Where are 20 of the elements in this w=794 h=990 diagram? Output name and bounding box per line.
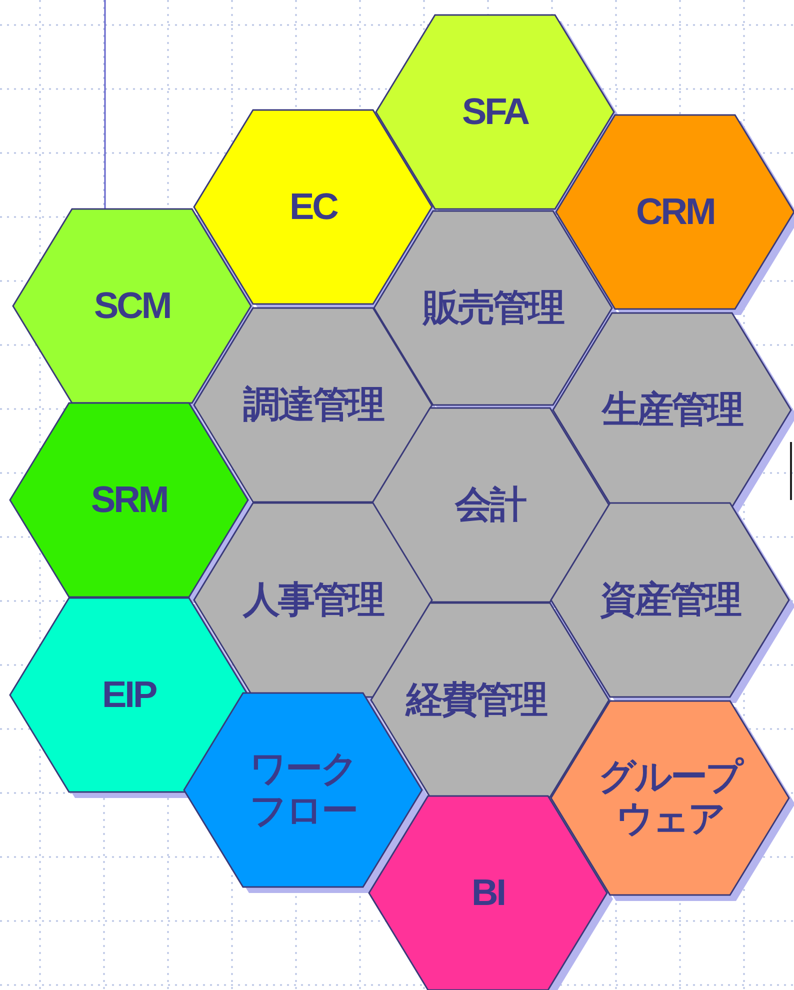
tile-label: 経費管理	[406, 678, 546, 722]
tile-label: EC	[290, 186, 337, 228]
tile-label: 調達管理	[243, 384, 383, 426]
tile-label: 資産管理	[600, 578, 740, 622]
tile-label: グループウェア	[598, 756, 744, 841]
tile-label: 販売管理	[423, 286, 563, 330]
tile-label: EIP	[102, 674, 156, 716]
tile-label: 生産管理	[602, 388, 742, 432]
hexagon-tile	[550, 502, 790, 698]
tile-label: 会計	[455, 484, 525, 526]
tile-label: SFA	[462, 90, 528, 134]
tile-label: SRM	[91, 478, 168, 522]
tile-label: BI	[472, 872, 504, 914]
tile-label: SCM	[94, 284, 170, 328]
tile-label: CRM	[636, 190, 714, 234]
hexagon-tile	[368, 795, 608, 990]
tile-label: ワークフロー	[248, 748, 358, 833]
hexagon-tile	[550, 700, 790, 896]
tile-label: 人事管理	[243, 578, 383, 622]
hexagon-tile	[375, 14, 615, 210]
